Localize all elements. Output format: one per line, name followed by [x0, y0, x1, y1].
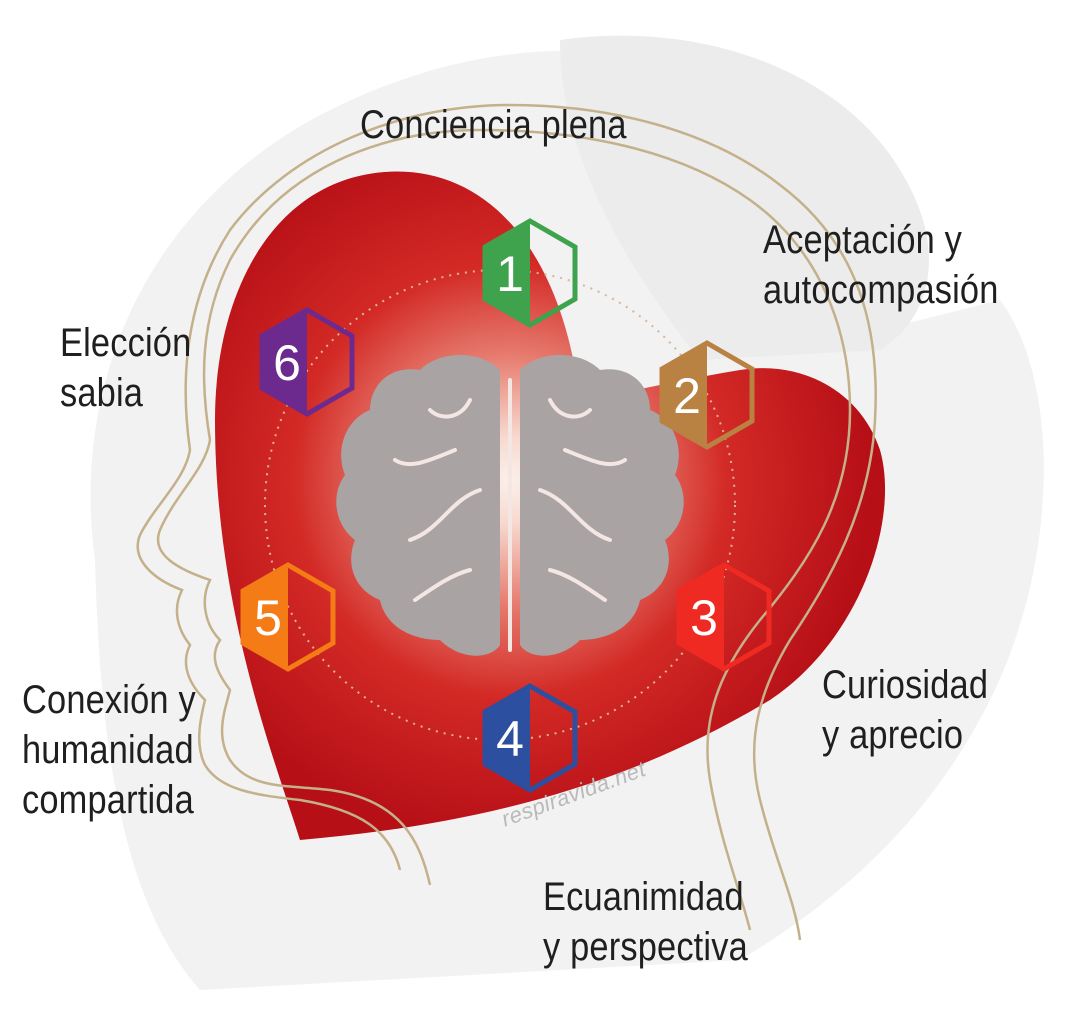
label-curiosidad: Curiosidad y aprecio	[822, 660, 988, 760]
label-line: sabia	[60, 371, 144, 415]
label-line: Conexión y	[22, 678, 196, 722]
hexagon-number: 4	[496, 711, 524, 767]
hexagon-1: 1	[482, 218, 578, 328]
label-ecuanimidad: Ecuanimidad y perspectiva	[543, 872, 748, 972]
hexagon-4: 4	[482, 683, 578, 793]
hexagon-number: 1	[496, 246, 524, 302]
hexagon-fill	[485, 221, 530, 325]
label-line: compartida	[22, 778, 194, 822]
hexagon-6: 6	[259, 307, 355, 417]
hexagon-fill	[262, 310, 307, 414]
label-line: y aprecio	[822, 713, 964, 757]
hexagon-2: 2	[659, 340, 755, 450]
label-line: humanidad	[22, 728, 194, 772]
head-profile-outline-icon	[136, 103, 877, 941]
label-line: Conciencia plena	[360, 103, 627, 147]
hexagon-number: 5	[254, 590, 282, 646]
hexagon-5: 5	[240, 562, 336, 672]
hexagon-3: 3	[676, 562, 772, 672]
label-conexion: Conexión y humanidad compartida	[22, 675, 196, 825]
label-line: Curiosidad	[822, 663, 989, 707]
label-line: y perspectiva	[543, 925, 748, 969]
hexagon-number: 2	[673, 368, 701, 424]
hexagon-number: 6	[273, 335, 301, 391]
hexagon-fill	[679, 565, 724, 669]
label-conciencia-plena: Conciencia plena	[360, 100, 627, 150]
label-eleccion: Elección sabia	[60, 318, 191, 418]
label-line: Elección	[60, 321, 192, 365]
label-line: Aceptación y	[763, 218, 963, 262]
hexagon-fill	[485, 686, 530, 790]
hexagon-number: 3	[690, 590, 718, 646]
label-aceptacion: Aceptación y autocompasión	[763, 215, 999, 315]
hexagon-fill	[662, 343, 707, 447]
brain-icon	[336, 355, 684, 656]
label-line: autocompasión	[763, 268, 999, 312]
hexagon-fill	[243, 565, 288, 669]
label-line: Ecuanimidad	[543, 875, 744, 919]
